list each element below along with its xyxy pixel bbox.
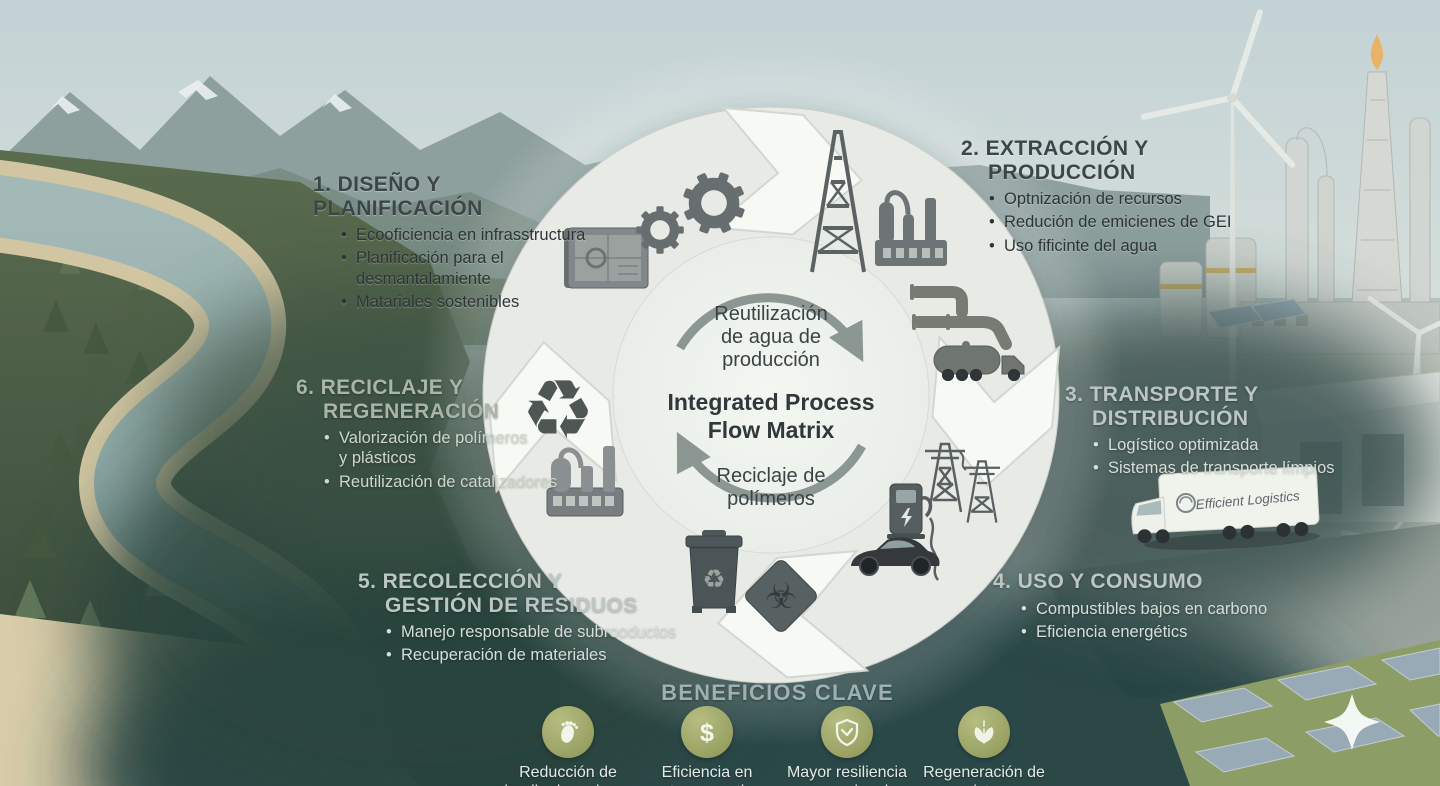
stage-bullets: Optnización de recursos Redución de emic… — [961, 189, 1261, 257]
pipeline-icon — [910, 284, 1012, 350]
stage-bullets: Compustibles bajos en carbono Eficiencia… — [993, 599, 1308, 643]
benefits-heading: BENEFICIOS CLAVE — [661, 680, 894, 705]
benefit-carbon-footprint: Reducción de huella de carbono — [482, 706, 654, 786]
water-reuse-label: Reutilización de agua de producción — [714, 303, 828, 372]
oil-derrick-icon — [810, 130, 866, 273]
sparkle-icon — [1324, 694, 1380, 750]
stage-number: 3. — [1065, 383, 1084, 406]
stage-number: 4. — [993, 570, 1012, 593]
stage-number: 6. — [296, 376, 315, 399]
stage-title: 5. RECOLECCIÓN Y GESTIÓN DE RESIDUOS — [358, 570, 638, 617]
stage-title: 2. EXTRACCIÓN Y PRODUCCIÓN — [961, 137, 1149, 184]
center-cycle-text: Reutilización de agua de producción Inte… — [616, 303, 926, 511]
stage-title: 4. USO Y CONSUMO — [993, 570, 1203, 593]
stage-bullets: Manejo responsable de subrooductos Recup… — [358, 622, 693, 666]
benefit-label: Mayor resiliencia operacional — [786, 764, 908, 786]
car-icon — [851, 537, 940, 576]
cycle-arrows-icon — [676, 293, 866, 503]
stage-bullets: Valorización de polímeros y plásticos Re… — [296, 428, 566, 493]
benefit-label: Reducción de huella de carbono — [504, 764, 631, 786]
biohazard-icon: ☣ — [745, 560, 817, 632]
stage-2-extraction: 2. EXTRACCIÓN Y PRODUCCIÓN Optnización d… — [961, 137, 1261, 259]
stage-number: 5. — [358, 570, 377, 593]
refinery-icon — [875, 190, 947, 266]
stage-title: 3. TRANSPORTE Y DISTRIBUCIÓN — [1065, 383, 1259, 430]
polymer-recycle-label: Reciclaje de polímeros — [716, 464, 826, 510]
stage-4-use: 4. USO Y CONSUMO Compustibles bajos en c… — [993, 570, 1308, 645]
footprint-icon — [542, 706, 594, 758]
stage-1-design: 1. DISEÑO Y PLANIFICACIÓN Ecooficiencia … — [313, 173, 598, 316]
leaves-icon — [958, 706, 1010, 758]
svg-text:☣: ☣ — [765, 576, 797, 617]
ev-charger-icon — [887, 483, 933, 539]
trash-bin-icon: ♻ — [685, 530, 743, 613]
shield-check-icon — [821, 706, 873, 758]
logistics-truck: Efficient Logistics — [1131, 465, 1320, 550]
power-pylon-icon — [925, 442, 1001, 581]
stage-3-transport: 3. TRANSPORTE Y DISTRIBUCIÓN Logístico o… — [1065, 383, 1385, 482]
snow-caps — [50, 80, 352, 114]
benefit-resilience: Mayor resiliencia operacional — [761, 706, 933, 786]
stage-number: 2. — [961, 137, 980, 160]
benefit-label: Eficiencia en costos operativos — [645, 764, 770, 786]
stage-number: 1. — [313, 173, 332, 196]
dollar-icon: $ — [681, 706, 733, 758]
stage-6-recycling: 6. RECICLAJE Y REGENERACIÓN Valorización… — [296, 376, 566, 495]
recycle-mark-icon: ♻ — [702, 565, 725, 595]
stage-bullets: Ecooficiencia en infrasstructura Planifi… — [313, 225, 598, 313]
stage-title: 6. RECICLAJE Y REGENERACIÓN — [296, 376, 500, 423]
matrix-title: Integrated Process Flow Matrix — [667, 388, 875, 443]
stage-bullets: Logístico optimizada Sistemas de transpo… — [1065, 435, 1385, 479]
benefit-label: Regeneración de ecosistemas — [923, 764, 1045, 786]
solar-field — [1160, 640, 1440, 786]
tanker-truck-icon — [933, 341, 1025, 381]
benefit-cost-efficiency: $ Eficiencia en costos operativos — [621, 706, 793, 786]
svg-text:$: $ — [700, 719, 714, 747]
stage-title: 1. DISEÑO Y PLANIFICACIÓN — [313, 173, 483, 220]
benefit-regeneration: Regeneración de ecosistemas — [898, 706, 1070, 786]
stage-5-waste: 5. RECOLECCIÓN Y GESTIÓN DE RESIDUOS Man… — [358, 570, 693, 669]
